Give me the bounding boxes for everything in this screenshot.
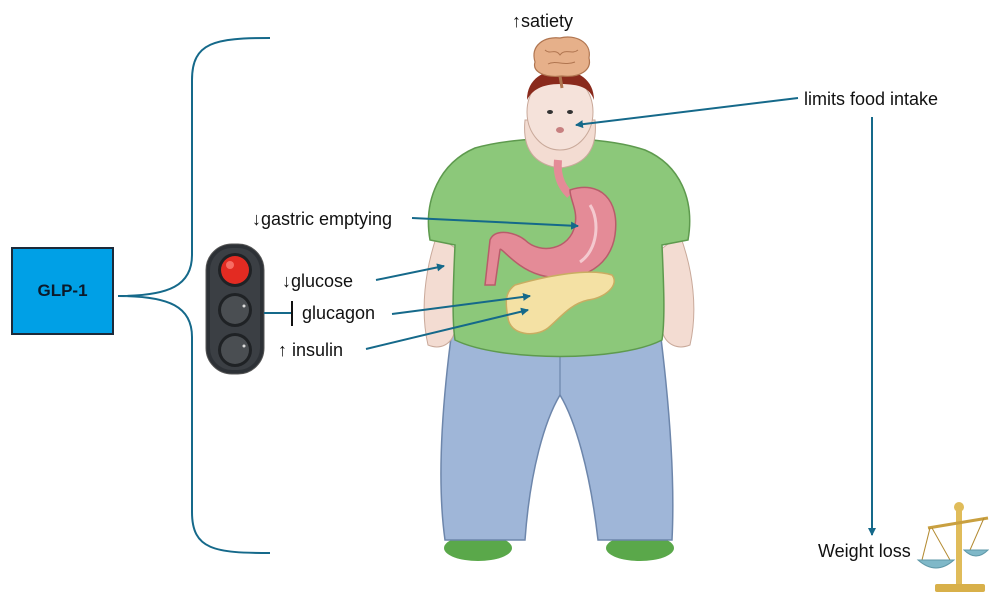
gastric-label: ↓gastric emptying xyxy=(252,209,392,230)
glp1-box: GLP-1 xyxy=(11,247,114,335)
glucose-label: ↓glucose xyxy=(282,271,353,292)
balance-scale-icon xyxy=(918,502,988,592)
satiety-label: ↑satiety xyxy=(512,11,573,32)
traffic-light xyxy=(206,244,264,374)
glucagon-label: glucagon xyxy=(302,303,375,324)
weight-loss-label: Weight loss xyxy=(818,541,911,562)
insulin-label: ↑ insulin xyxy=(278,340,343,361)
food-intake-label: limits food intake xyxy=(804,89,938,110)
arrow-food-intake xyxy=(576,98,798,125)
glp1-label: GLP-1 xyxy=(37,281,87,301)
